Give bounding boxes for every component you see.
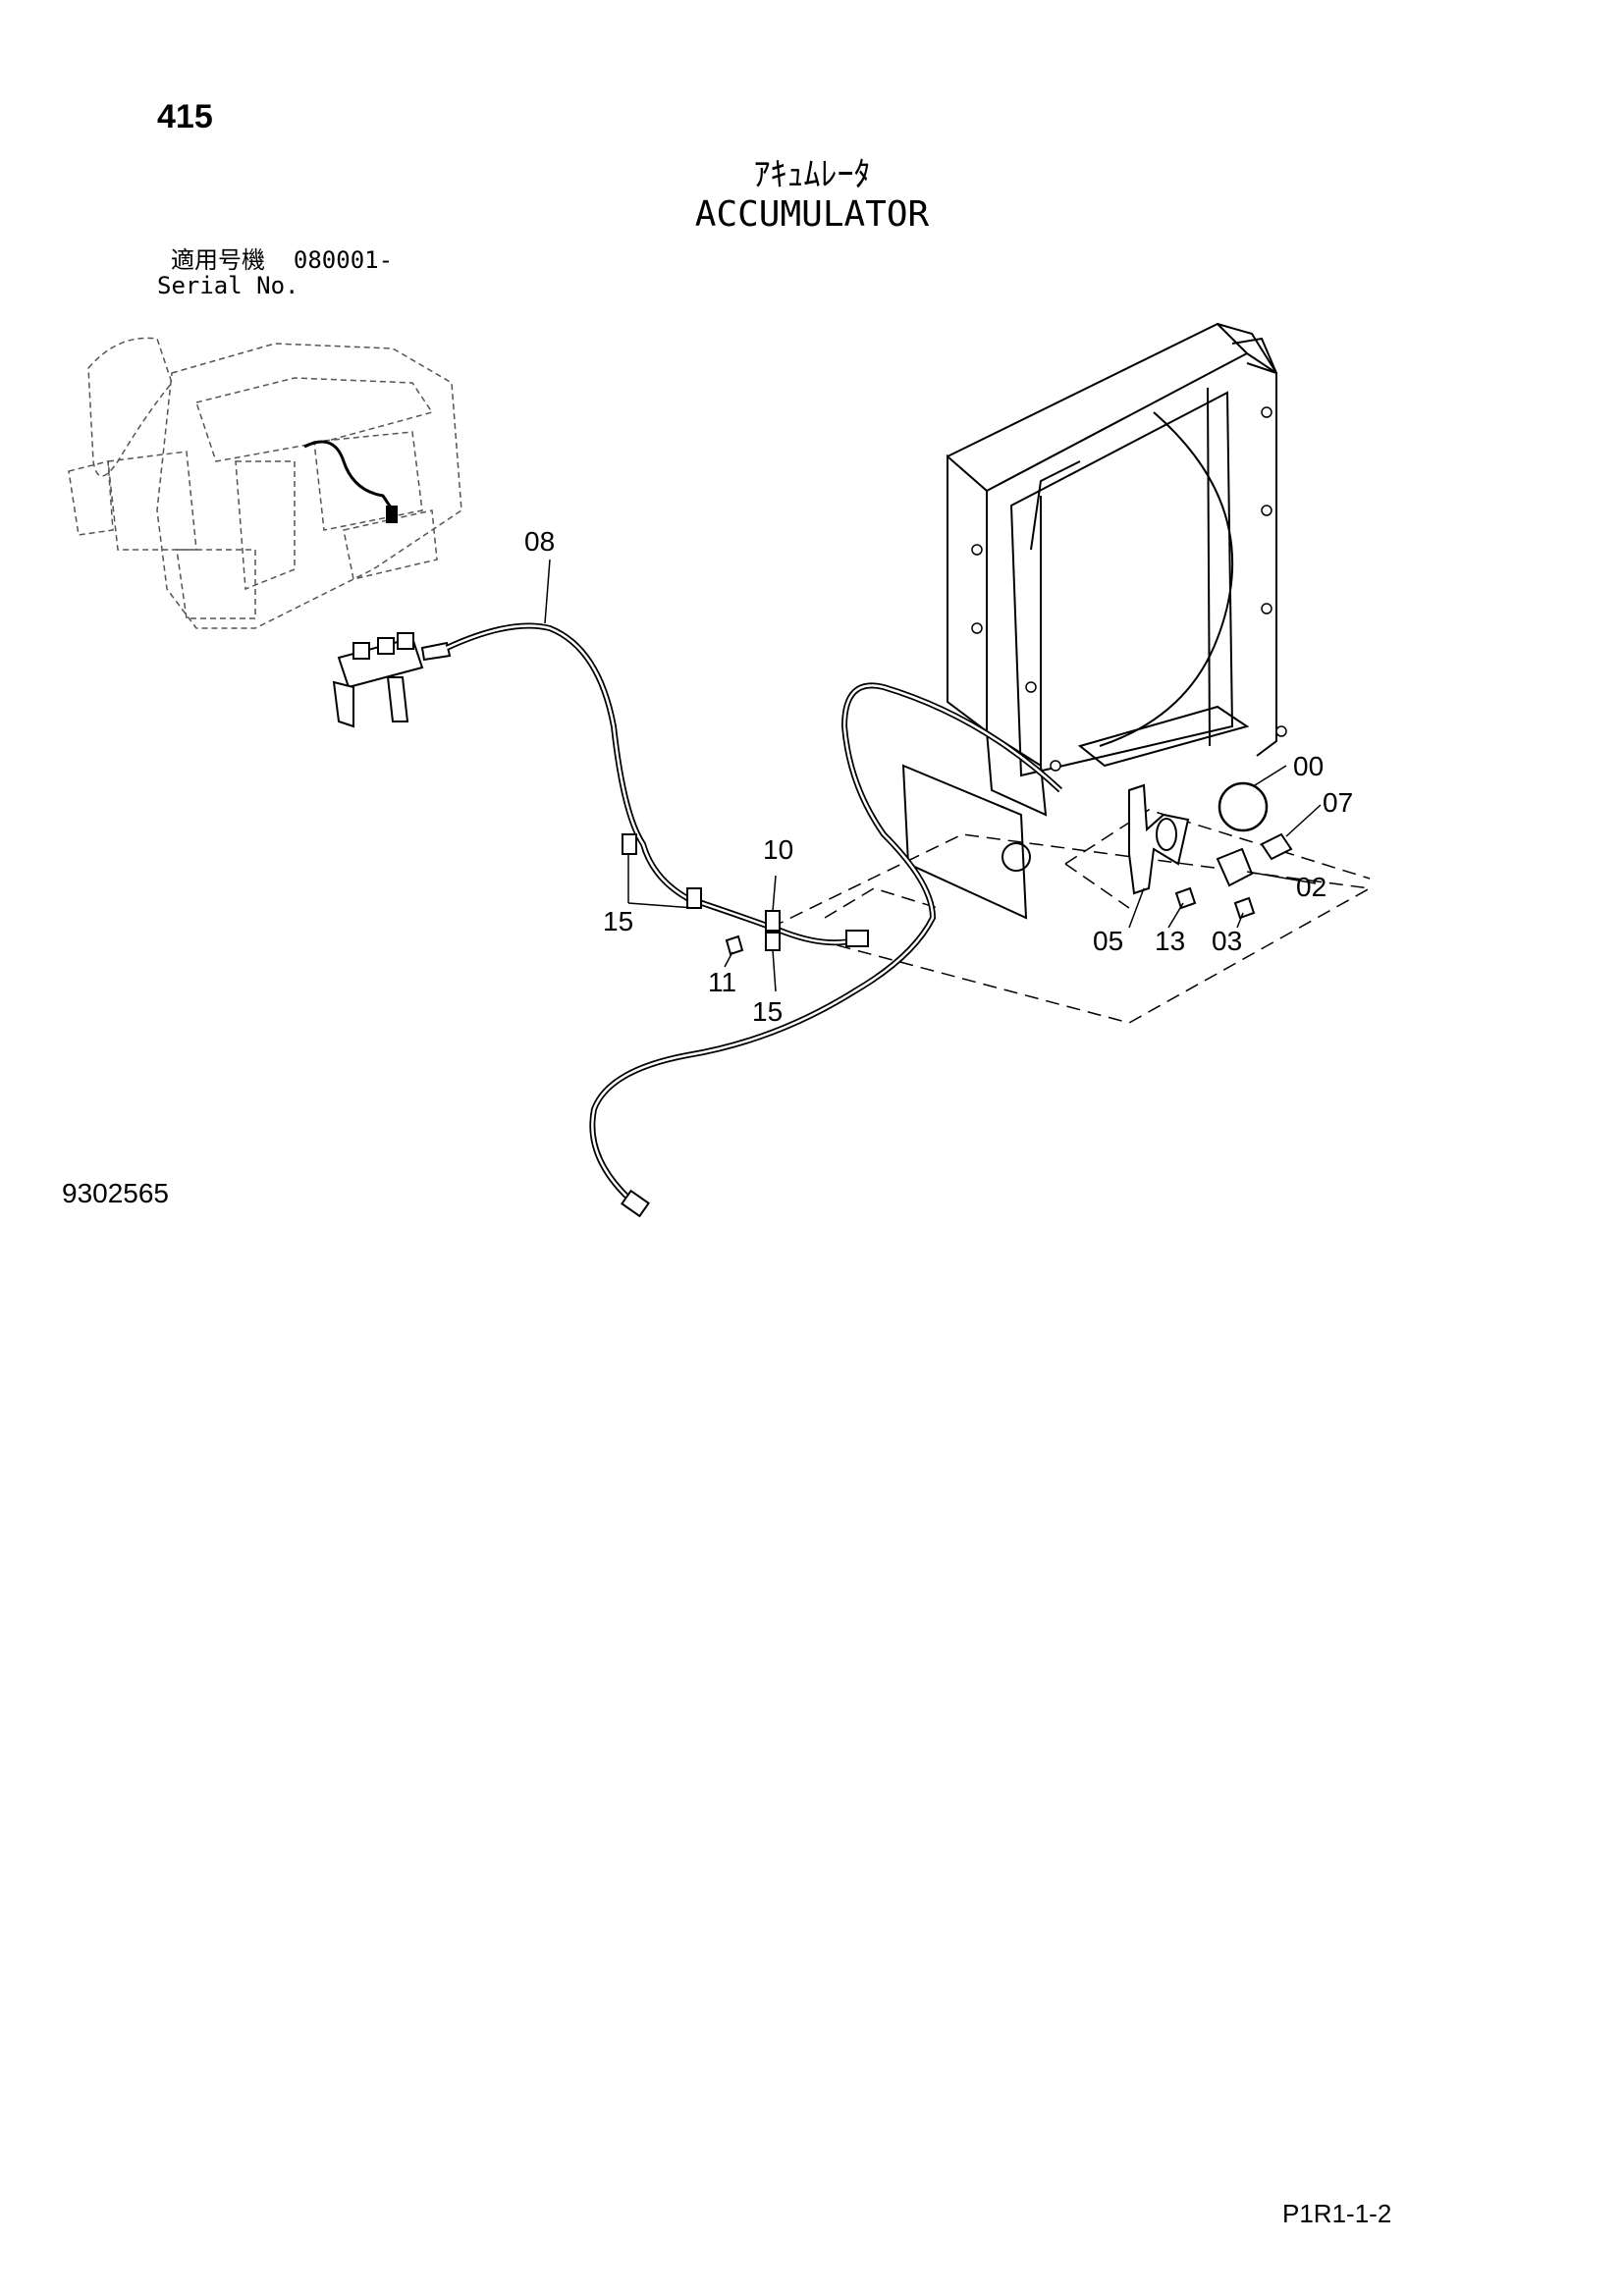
callout-02: 02 <box>1296 872 1326 902</box>
callout-13: 13 <box>1155 926 1185 956</box>
bracket-05-hole <box>1156 818 1177 851</box>
serial-label-en: Serial No. <box>157 272 299 299</box>
hose-long-inner <box>591 684 1061 1203</box>
serial-block: 適用号機 080001- Serial No. <box>157 247 393 298</box>
mounting-plate-hole <box>1001 842 1031 872</box>
serial-label-jp: 適用号機 <box>171 246 265 274</box>
callout-00: 00 <box>1293 751 1324 781</box>
title-english: ACCUMULATOR <box>694 194 930 235</box>
accumulator-00 <box>1218 781 1269 832</box>
callout-07: 07 <box>1323 787 1353 818</box>
installation-outline <box>768 833 1373 1024</box>
component-outline <box>1064 809 1371 909</box>
callout-11: 11 <box>708 967 736 997</box>
hose-08-fitting <box>845 930 869 947</box>
hose-clamps <box>622 833 781 951</box>
mounting-plate <box>901 764 1028 920</box>
radiator-frame <box>947 322 1277 817</box>
hose-long-end-fitting <box>621 1189 650 1218</box>
serial-value: 080001- <box>293 246 394 274</box>
overview-connector <box>386 506 398 523</box>
callout-15-bottom: 15 <box>752 996 783 1027</box>
drawing-number: 9302565 <box>62 1178 170 1208</box>
serial-line-jp: 適用号機 080001- <box>157 247 393 273</box>
hose-08 <box>445 622 855 946</box>
callout-10: 10 <box>763 834 793 865</box>
callout-08: 08 <box>524 526 555 557</box>
page-number: 415 <box>157 98 213 135</box>
title-japanese: ｱｷｭﾑﾚｰﾀ <box>753 155 871 194</box>
radiator-frame-fasteners <box>971 406 1287 772</box>
bolts <box>725 886 1256 956</box>
callout-15-left: 15 <box>603 906 633 936</box>
callout-05: 05 <box>1093 926 1123 956</box>
callout-03: 03 <box>1212 926 1242 956</box>
overview-harness-highlight <box>303 440 395 511</box>
page-code: P1R1-1-2 <box>1282 2199 1392 2228</box>
machine-overview-illustration <box>68 337 462 629</box>
pilot-valve-assembly <box>332 632 452 728</box>
leader-lines <box>544 559 1322 992</box>
hose-08-inner <box>446 624 855 944</box>
block-02 <box>1216 847 1254 887</box>
sensor-07 <box>1260 832 1293 861</box>
